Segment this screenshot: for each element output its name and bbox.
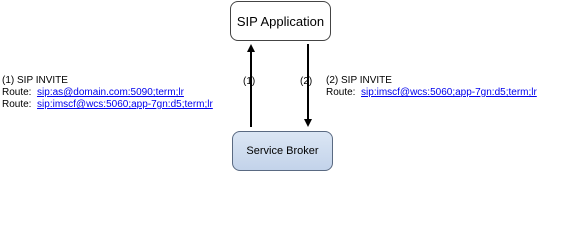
left-route-prefix-2: Route: [2, 99, 32, 110]
arrows-layer [247, 44, 312, 127]
left-route-line-1: Route: sip:as@domain.com:5090;term;lr [2, 87, 184, 99]
left-route-uri-2-link[interactable]: sip:imscf@wcs:5060;app-7gn:d5;term;lr [37, 99, 213, 110]
arrow-up-label: (1) [243, 76, 256, 87]
left-route-prefix-1: Route: [2, 87, 32, 98]
right-annotation-title: (2) SIP INVITE [326, 75, 392, 86]
right-route-line: Route: sip:imscf@wcs:5060;app-7gn:d5;ter… [326, 87, 537, 99]
sip-application-label: SIP Application [236, 13, 325, 29]
arrow-down-label: (2) [300, 76, 313, 87]
left-annotation-title: (1) SIP INVITE [2, 75, 68, 86]
service-broker-label: Service Broker [246, 145, 319, 157]
left-route-uri-1-link[interactable]: sip:as@domain.com:5090;term;lr [37, 87, 184, 98]
service-broker-node: Service Broker [232, 131, 333, 171]
right-route-uri-link[interactable]: sip:imscf@wcs:5060;app-7gn:d5;term;lr [361, 87, 537, 98]
left-route-line-2: Route: sip:imscf@wcs:5060;app-7gn:d5;ter… [2, 99, 213, 111]
right-route-prefix: Route: [326, 87, 356, 98]
sip-application-node: SIP Application [230, 1, 331, 41]
